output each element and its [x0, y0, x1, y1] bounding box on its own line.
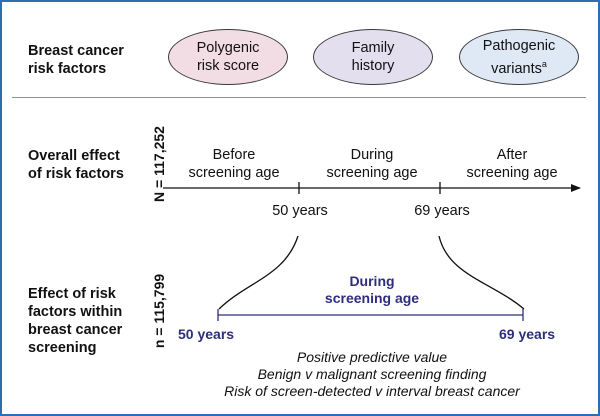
outcome-ppv: Positive predictive value [296, 349, 448, 365]
row-divider [12, 97, 586, 98]
oval-label: Pathogenic variants [482, 37, 556, 77]
screening-start-label: 50 years [178, 326, 235, 342]
zoom-curve-left [218, 235, 299, 310]
oval-label-wrap: Pathogenic variantsa [483, 37, 556, 78]
timeline-after-label: After screening age [466, 147, 558, 181]
timeline-before-label: Before screening age [188, 147, 280, 181]
oval-polygenic-risk-score: Polygenic risk score [168, 29, 288, 85]
timeline-tick-69-label: 69 years [414, 203, 470, 219]
row-label-risk-factors: Breast cancer risk factors [28, 43, 124, 77]
row-label-screening-effect: Effect of risk factors within breast can… [28, 286, 123, 356]
outcome-interval-risk: Risk of screen-detected v interval breas… [224, 383, 520, 399]
oval-family-history: Family history [313, 29, 433, 85]
outcome-benign-malignant: Benign v malignant screening finding [257, 366, 487, 382]
oval-pathogenic-variants: Pathogenic variantsa [459, 29, 579, 85]
oval-label: Family history [351, 40, 395, 74]
timeline-tick-50-label: 50 years [272, 203, 328, 219]
zoom-curve-right [438, 235, 525, 310]
oval-superscript: a [541, 58, 547, 69]
row-label-overall-effect: Overall effect of risk factors [28, 148, 124, 182]
screening-end-label: 69 years [499, 326, 556, 342]
timeline-during-label: During screening age [326, 147, 418, 181]
screening-title: During screening age [324, 273, 420, 306]
oval-label: Polygenic risk score [196, 40, 260, 74]
